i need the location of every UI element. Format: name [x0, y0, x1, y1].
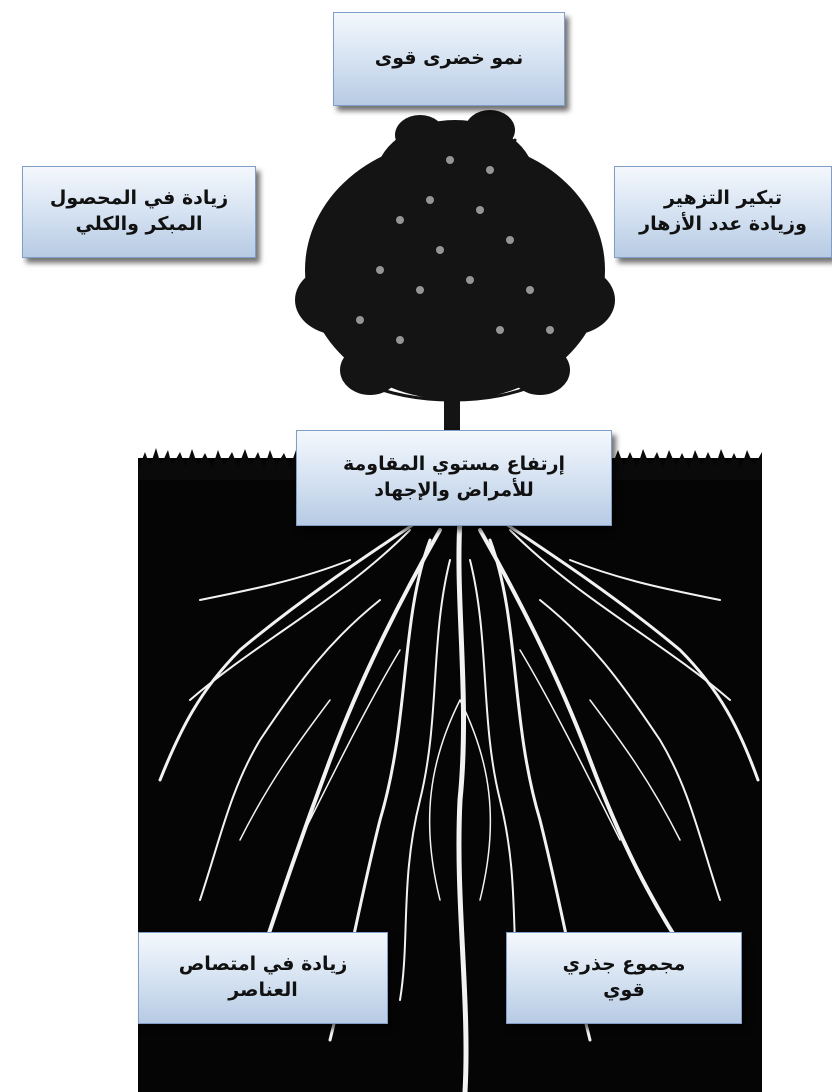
box-top-line1: نمو خضرى قوى	[374, 47, 524, 70]
box-bottom-right-line1: مجموع جذري	[562, 953, 686, 976]
box-right-line1: تبكير التزهير	[663, 187, 783, 210]
tree-leaf-highlights	[356, 156, 554, 344]
box-bottom-left-line2: العناصر	[228, 979, 298, 1001]
box-middle-line1: إرتفاع مستوي المقاومة	[342, 453, 566, 476]
box-bottom-left-line1: زيادة في امتصاص	[178, 953, 348, 976]
box-strong-vegetative-growth: نمو خضرى قوى	[333, 12, 565, 106]
box-right-line2: وزيادة عدد الأزهار	[639, 213, 807, 235]
box-bottom-right-line2: قوي	[603, 979, 645, 1001]
box-nutrient-absorption: زيادة في امتصاص العناصر	[138, 932, 388, 1024]
box-yield-increase: زيادة في المحصول المبكر والكلي	[22, 166, 256, 258]
box-strong-root-system: مجموع جذري قوي	[506, 932, 742, 1024]
box-middle-line2: للأمراض والإجهاد	[374, 479, 534, 501]
box-left-line2: المبكر والكلي	[75, 213, 203, 235]
box-left-line1: زيادة في المحصول	[49, 187, 229, 210]
box-early-flowering: تبكير التزهير وزيادة عدد الأزهار	[614, 166, 832, 258]
grass-illustration	[138, 448, 762, 480]
box-disease-resistance: إرتفاع مستوي المقاومة للأمراض والإجهاد	[296, 430, 612, 526]
tree-foliage	[295, 110, 615, 400]
